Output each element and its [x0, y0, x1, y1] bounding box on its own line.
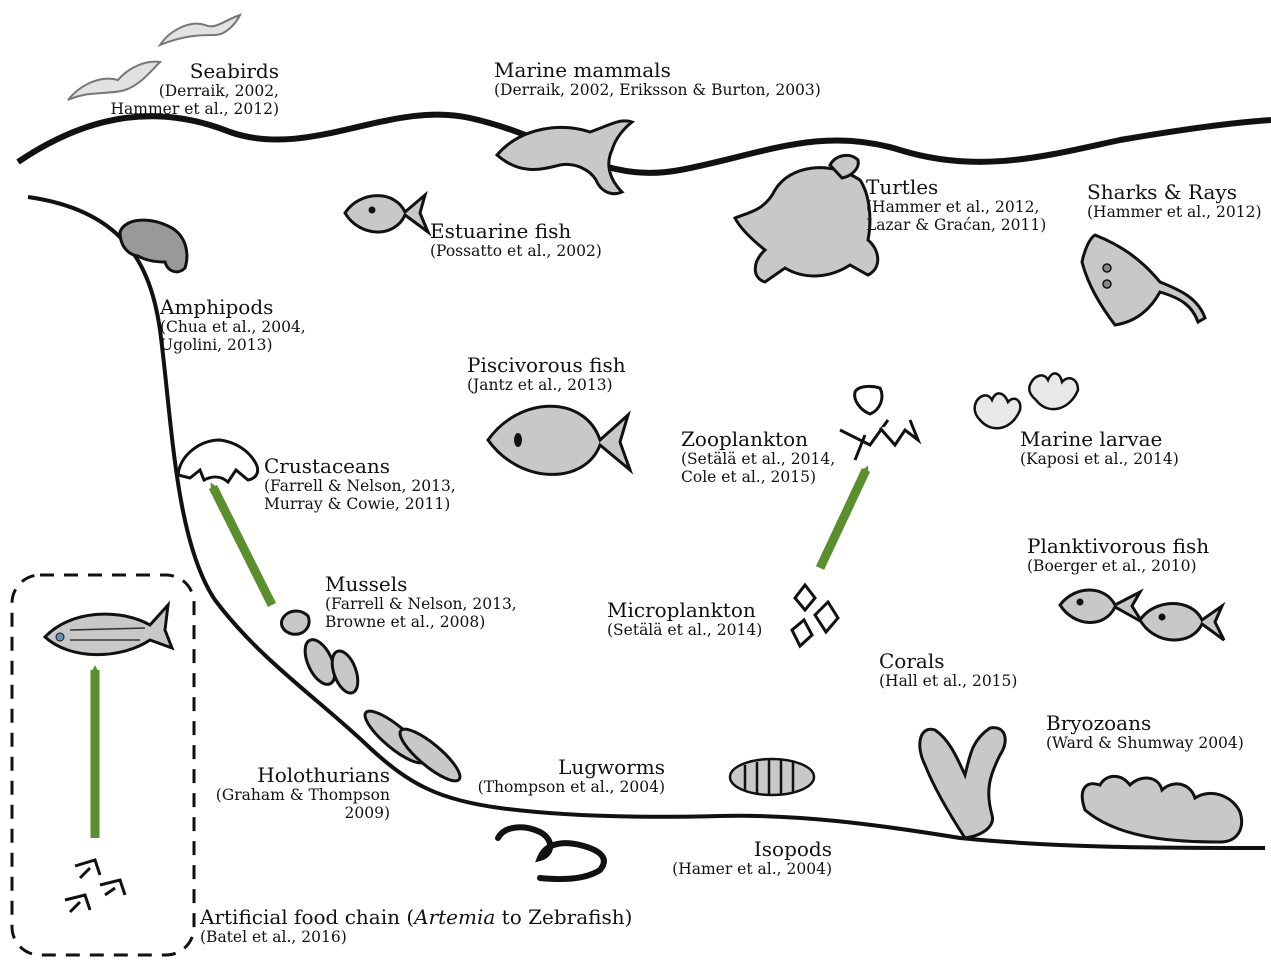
organism-ref: (Farrell & Nelson, 2013,	[325, 596, 517, 614]
estuarine-fish-icon	[345, 195, 428, 232]
organism-name: Microplankton	[607, 599, 762, 622]
organism-ref: (Chua et al., 2004,	[160, 319, 306, 337]
artificial-chain-italic: Artemia	[414, 905, 495, 929]
label-isopods: Isopods (Hamer et al., 2004)	[672, 838, 832, 879]
label-mussels: Mussels (Farrell & Nelson, 2013, Browne …	[325, 573, 517, 632]
organism-ref: (Possatto et al., 2002)	[430, 243, 602, 261]
label-lugworms: Lugworms (Thompson et al., 2004)	[478, 756, 665, 797]
organism-ref: (Jantz et al., 2013)	[467, 377, 626, 395]
sea-surface-line	[18, 115, 1271, 173]
organism-ref: (Boerger et al., 2010)	[1027, 558, 1209, 576]
label-zooplankton: Zooplankton (Setälä et al., 2014, Cole e…	[681, 428, 835, 487]
label-sharks-rays: Sharks & Rays (Hammer et al., 2012)	[1087, 181, 1262, 222]
label-corals: Corals (Hall et al., 2015)	[879, 650, 1017, 691]
organism-ref: (Hall et al., 2015)	[879, 673, 1017, 691]
organism-ref: (Derraik, 2002, Eriksson & Burton, 2003)	[494, 82, 821, 100]
label-artificial-food-chain: Artificial food chain (Artemia to Zebraf…	[200, 906, 632, 947]
organism-ref: Lazar & Graćan, 2011)	[866, 217, 1046, 235]
artificial-chain-title: Artificial food chain (Artemia to Zebraf…	[200, 906, 632, 929]
organism-name: Amphipods	[160, 296, 306, 319]
label-crustaceans: Crustaceans (Farrell & Nelson, 2013, Mur…	[264, 455, 456, 514]
label-microplankton: Microplankton (Setälä et al., 2014)	[607, 599, 762, 640]
label-estuarine-fish: Estuarine fish (Possatto et al., 2002)	[430, 220, 602, 261]
zebrafish-icon	[45, 605, 172, 655]
label-holothurians: Holothurians (Graham & Thompson 2009)	[216, 764, 390, 823]
organism-ref: Murray & Cowie, 2011)	[264, 496, 456, 514]
artemia-icon	[65, 860, 125, 912]
organism-name: Bryozoans	[1046, 712, 1244, 735]
organism-name: Isopods	[672, 838, 832, 861]
organism-ref: Cole et al., 2015)	[681, 469, 835, 487]
crustacean-icon	[178, 440, 258, 482]
marine-larvae-icon	[975, 373, 1078, 428]
organism-name: Zooplankton	[681, 428, 835, 451]
stingray-icon	[1082, 235, 1205, 325]
planktivorous-fish-icon	[1060, 590, 1224, 640]
label-piscivorous-fish: Piscivorous fish (Jantz et al., 2013)	[467, 354, 626, 395]
label-marine-mammals: Marine mammals (Derraik, 2002, Eriksson …	[494, 59, 821, 100]
organism-name: Piscivorous fish	[467, 354, 626, 377]
label-marine-larvae: Marine larvae (Kaposi et al., 2014)	[1020, 428, 1179, 469]
organism-name: Lugworms	[478, 756, 665, 779]
label-seabirds: Seabirds (Derraik, 2002, Hammer et al., …	[111, 60, 279, 119]
organism-ref: (Thompson et al., 2004)	[478, 779, 665, 797]
organism-ref: 2009)	[216, 805, 390, 823]
label-planktivorous-fish: Planktivorous fish (Boerger et al., 2010…	[1027, 535, 1209, 576]
organism-ref: (Graham & Thompson	[216, 787, 390, 805]
zooplankton-icon	[840, 386, 918, 460]
organism-name: Marine mammals	[494, 59, 821, 82]
organism-ref: (Hammer et al., 2012)	[1087, 204, 1262, 222]
microplankton-icon	[792, 585, 838, 646]
organism-name: Planktivorous fish	[1027, 535, 1209, 558]
turtle-icon	[735, 155, 878, 282]
organism-ref: (Derraik, 2002,	[111, 83, 279, 101]
artificial-chain-suffix: to Zebrafish)	[495, 905, 632, 929]
artificial-chain-prefix: Artificial food chain (	[200, 905, 414, 929]
organism-name: Mussels	[325, 573, 517, 596]
organism-name: Turtles	[866, 176, 1046, 199]
organism-ref: (Setälä et al., 2014)	[607, 622, 762, 640]
organism-ref: (Setälä et al., 2014,	[681, 451, 835, 469]
isopod-icon	[730, 759, 814, 795]
organism-ref: Hammer et al., 2012)	[111, 101, 279, 119]
organism-name: Seabirds	[111, 60, 279, 83]
label-turtles: Turtles (Hammer et al., 2012, Lazar & Gr…	[866, 176, 1046, 235]
organism-name: Estuarine fish	[430, 220, 602, 243]
amphipod-icon	[120, 220, 187, 272]
organism-ref: (Hammer et al., 2012,	[866, 199, 1046, 217]
organism-ref: (Hamer et al., 2004)	[672, 861, 832, 879]
organism-name: Marine larvae	[1020, 428, 1179, 451]
organism-ref: Ugolini, 2013)	[160, 337, 306, 355]
organism-name: Holothurians	[216, 764, 390, 787]
piscivorous-fish-icon	[488, 406, 630, 474]
organism-ref: Browne et al., 2008)	[325, 614, 517, 632]
label-bryozoans: Bryozoans (Ward & Shumway 2004)	[1046, 712, 1244, 753]
organism-name: Corals	[879, 650, 1017, 673]
artificial-chain-ref: (Batel et al., 2016)	[200, 929, 632, 947]
organism-name: Sharks & Rays	[1087, 181, 1262, 204]
organism-ref: (Ward & Shumway 2004)	[1046, 735, 1244, 753]
lugworm-icon	[498, 827, 604, 879]
organism-ref: (Farrell & Nelson, 2013,	[264, 478, 456, 496]
organism-name: Crustaceans	[264, 455, 456, 478]
organism-ref: (Kaposi et al., 2014)	[1020, 451, 1179, 469]
label-amphipods: Amphipods (Chua et al., 2004, Ugolini, 2…	[160, 296, 306, 355]
